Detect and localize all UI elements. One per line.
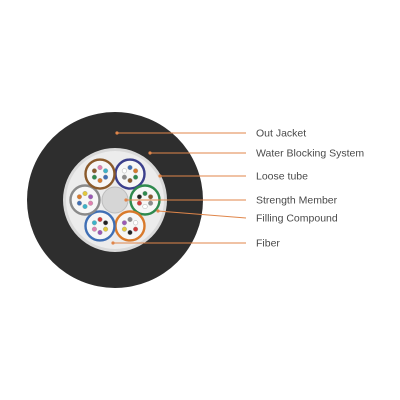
fiber-strand <box>103 226 109 232</box>
fiber-strand <box>148 200 154 206</box>
fiber-strand <box>142 190 148 196</box>
fiber-strand <box>97 165 103 171</box>
fiber-strand <box>103 174 109 180</box>
fiber-strand <box>103 220 109 226</box>
loose-tube-wall <box>84 158 116 190</box>
fiber-strand <box>88 200 94 206</box>
label-strength-member: Strength Member <box>256 195 338 207</box>
fiber-strand <box>133 220 139 226</box>
label-loose-tube: Loose tube <box>256 171 308 183</box>
fiber-strand <box>103 168 109 174</box>
loose-tube-wall <box>114 210 146 242</box>
fiber-strand <box>97 178 103 184</box>
fiber-strand <box>97 216 103 222</box>
leader-dot <box>124 198 128 202</box>
fiber-strand <box>76 200 82 206</box>
fiber-strand <box>88 194 94 200</box>
fiber-strand <box>127 229 133 235</box>
fiber-strand <box>127 165 133 171</box>
fiber-strand <box>91 168 97 174</box>
loose-tube-wall <box>114 158 146 190</box>
loose-tube <box>69 184 101 216</box>
fiber-strand <box>91 220 97 226</box>
fiber-strand <box>121 220 127 226</box>
loose-tube-wall <box>69 184 101 216</box>
fiber-strand <box>127 216 133 222</box>
fiber-strand <box>97 229 103 235</box>
loose-tube <box>114 158 146 190</box>
label-out-jacket: Out Jacket <box>256 128 306 140</box>
fiber-strand <box>121 174 127 180</box>
fiber-strand <box>136 194 142 200</box>
fiber-strand <box>121 168 127 174</box>
fiber-strand <box>136 200 142 206</box>
fiber-strand <box>133 226 139 232</box>
callout-labels: Out Jacket Water Blocking System Loose t… <box>256 128 364 250</box>
fiber-strand <box>82 190 88 196</box>
fiber-strand <box>82 203 88 209</box>
label-water-blocking-system: Water Blocking System <box>256 148 364 160</box>
fiber-strand <box>121 226 127 232</box>
fiber-strand <box>91 226 97 232</box>
fiber-strand <box>133 168 139 174</box>
fiber-strand <box>91 174 97 180</box>
leader-line <box>157 210 247 219</box>
fiber-strand <box>142 203 148 209</box>
fiber-strand <box>127 178 133 184</box>
fiber-strand <box>133 174 139 180</box>
fiber-strand <box>76 194 82 200</box>
leader-lines <box>111 131 247 245</box>
loose-tube <box>84 210 116 242</box>
strength-member <box>101 186 129 214</box>
cable-body <box>27 112 203 288</box>
loose-tube <box>114 210 146 242</box>
leader-dot <box>111 241 115 245</box>
leader-dot <box>115 131 119 135</box>
leader-dot <box>156 209 160 213</box>
leader-dot <box>158 174 162 178</box>
loose-tube-wall <box>84 210 116 242</box>
fiber-strand <box>148 194 154 200</box>
label-filling-compound: Filling Compound <box>256 213 338 225</box>
loose-tube <box>84 158 116 190</box>
leader-dot <box>148 151 152 155</box>
label-fiber: Fiber <box>256 238 280 250</box>
